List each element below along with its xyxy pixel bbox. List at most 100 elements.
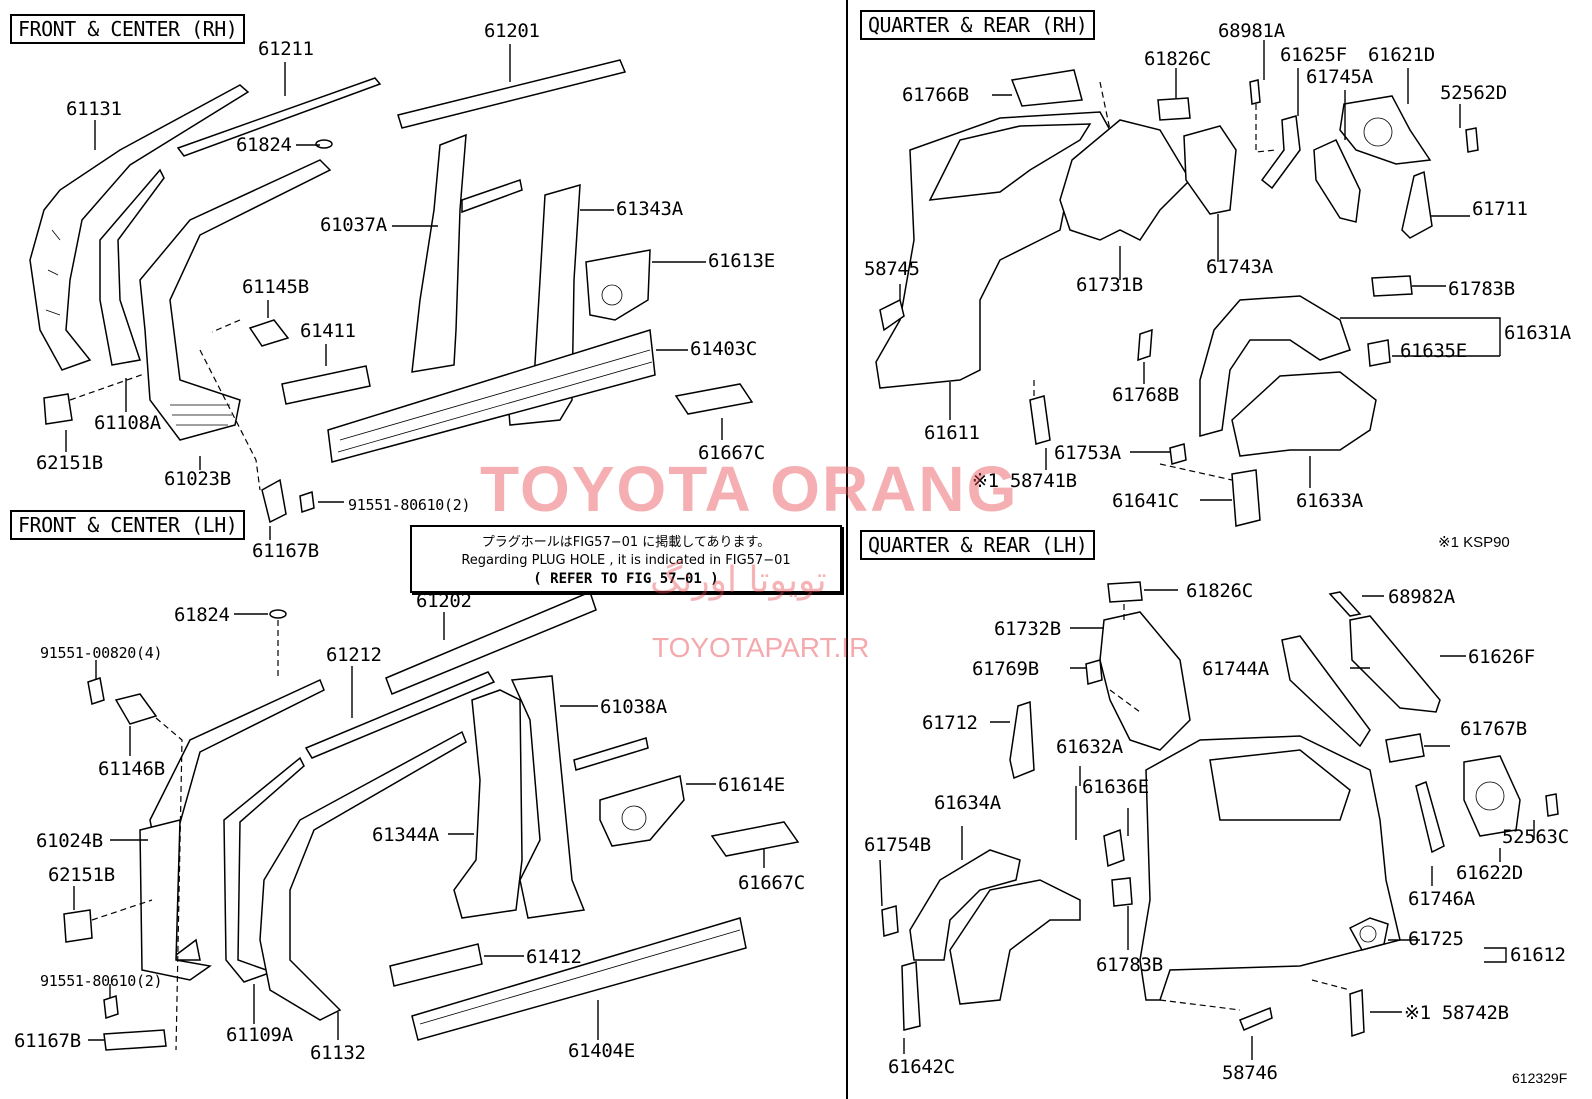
part-label[interactable]: 61744A: [1202, 658, 1269, 680]
part-label[interactable]: 61038A: [600, 696, 667, 718]
part-label[interactable]: 61636E: [1082, 776, 1149, 798]
part-label[interactable]: 61344A: [372, 824, 439, 846]
part-61767B: [1385, 733, 1425, 763]
part-label[interactable]: ※1 58741B: [972, 470, 1077, 492]
part-label[interactable]: 61212: [326, 644, 382, 666]
part-label[interactable]: 61109A: [226, 1024, 293, 1046]
part-label[interactable]: 52563C: [1502, 826, 1569, 848]
part-label[interactable]: 61412: [526, 946, 582, 968]
part-label[interactable]: 61343A: [616, 198, 683, 220]
part-label[interactable]: 61766B: [902, 84, 969, 106]
part-label[interactable]: 61635E: [1400, 340, 1467, 362]
part-label[interactable]: 61621D: [1368, 44, 1435, 66]
part-label[interactable]: 61633A: [1296, 490, 1363, 512]
part-label[interactable]: 61634A: [934, 792, 1001, 814]
part-label[interactable]: 61202: [416, 590, 472, 612]
part-label[interactable]: 61767B: [1460, 718, 1527, 740]
part-label[interactable]: 58745: [864, 258, 920, 280]
part-label[interactable]: 61667C: [738, 872, 805, 894]
part-label[interactable]: 61167B: [252, 540, 319, 562]
part-label[interactable]: 61201: [484, 20, 540, 42]
part-label[interactable]: ※1 58742B: [1404, 1002, 1509, 1024]
part-label[interactable]: 62151B: [48, 864, 115, 886]
part-label[interactable]: 61614E: [718, 774, 785, 796]
part-label[interactable]: 61611: [924, 422, 980, 444]
quarter-lh-parts: [879, 581, 1559, 1060]
figure-number: 612329F: [1512, 1070, 1568, 1086]
part-label[interactable]: 61403C: [690, 338, 757, 360]
part-68981A: [1249, 79, 1261, 105]
part-label[interactable]: 61769B: [972, 658, 1039, 680]
part-label[interactable]: 62151B: [36, 452, 103, 474]
part-label[interactable]: 61746A: [1408, 888, 1475, 910]
part-label[interactable]: 61824: [174, 604, 230, 626]
part-label[interactable]: 61783B: [1448, 278, 1515, 300]
part-label[interactable]: 61108A: [94, 412, 161, 434]
part-label[interactable]: 61023B: [164, 468, 231, 490]
part-61711: [1401, 170, 1433, 239]
part-label[interactable]: 61732B: [994, 618, 1061, 640]
watermark-site: TOYOTAPART.IR: [652, 632, 870, 663]
part-61167B-lh: [103, 1029, 167, 1051]
part-label[interactable]: 61754B: [864, 834, 931, 856]
part-label[interactable]: 61145B: [242, 276, 309, 298]
part-61732B: [1099, 611, 1191, 751]
part-label[interactable]: 61622D: [1456, 862, 1523, 884]
part-label[interactable]: 61824: [236, 134, 292, 156]
part-62151B-lh: [63, 909, 93, 943]
part-label[interactable]: 61625F: [1280, 44, 1347, 66]
part-61211: [176, 77, 382, 157]
part-label[interactable]: 61146B: [98, 758, 165, 780]
part-label[interactable]: 61404E: [568, 1040, 635, 1062]
part-label[interactable]: 61632A: [1056, 736, 1123, 758]
part-label[interactable]: 61725: [1408, 928, 1464, 950]
part-label[interactable]: 61612: [1510, 944, 1566, 966]
part-label[interactable]: 52562D: [1440, 82, 1507, 104]
part-label[interactable]: 61631A: [1504, 322, 1571, 344]
part-label[interactable]: 61711: [1472, 198, 1528, 220]
part-label[interactable]: 91551-80610(2): [40, 972, 163, 990]
part-label[interactable]: 61613E: [708, 250, 775, 272]
part-61622D: [1463, 755, 1521, 837]
part-52563C: [1545, 793, 1559, 817]
part-61611-window: [928, 123, 1092, 201]
part-label[interactable]: 61712: [922, 712, 978, 734]
part-label[interactable]: 61667C: [698, 442, 765, 464]
part-label[interactable]: 61131: [66, 98, 122, 120]
part-label[interactable]: 58746: [1222, 1062, 1278, 1084]
part-label[interactable]: 61167B: [14, 1030, 81, 1052]
part-label[interactable]: 61743A: [1206, 256, 1273, 278]
part-61023B: [139, 159, 332, 441]
part-label[interactable]: 61768B: [1112, 384, 1179, 406]
part-label[interactable]: 61731B: [1076, 274, 1143, 296]
panel-title-quarter-lh: QUARTER & REAR (LH): [860, 530, 1096, 560]
part-label[interactable]: 91551-80610(2): [348, 496, 471, 514]
part-label[interactable]: 61641C: [1112, 490, 1179, 512]
part-61743A: [1183, 125, 1237, 215]
part-61824: [315, 139, 333, 149]
part-label[interactable]: 61132: [310, 1042, 366, 1064]
part-label[interactable]: 61826C: [1144, 48, 1211, 70]
part-label[interactable]: 61783B: [1096, 954, 1163, 976]
part-label[interactable]: 61411: [300, 320, 356, 342]
part-label[interactable]: 61826C: [1186, 580, 1253, 602]
part-bolt-91551-80610-lh: [103, 994, 119, 1020]
part-label[interactable]: 61745A: [1306, 66, 1373, 88]
part-61146B: [114, 693, 158, 725]
part-label[interactable]: 68981A: [1218, 20, 1285, 42]
note-refer-link[interactable]: ( REFER TO FIG 57−01 ): [533, 571, 719, 587]
part-label[interactable]: 61037A: [320, 214, 387, 236]
part-label[interactable]: 61024B: [36, 830, 103, 852]
part-label[interactable]: 61626F: [1468, 646, 1535, 668]
part-52562D: [1465, 127, 1479, 153]
part-61641C: [1231, 469, 1261, 527]
part-label[interactable]: 61211: [258, 38, 314, 60]
part-label[interactable]: 91551-00820(4): [40, 644, 163, 662]
quarter-rh-parts: [875, 40, 1501, 527]
part-61625F: [1260, 115, 1301, 190]
part-61783B: [1371, 275, 1413, 297]
part-61212: [304, 671, 496, 759]
part-label[interactable]: 61753A: [1054, 442, 1121, 464]
part-label[interactable]: 61642C: [888, 1056, 955, 1078]
part-label[interactable]: 68982A: [1388, 586, 1455, 608]
